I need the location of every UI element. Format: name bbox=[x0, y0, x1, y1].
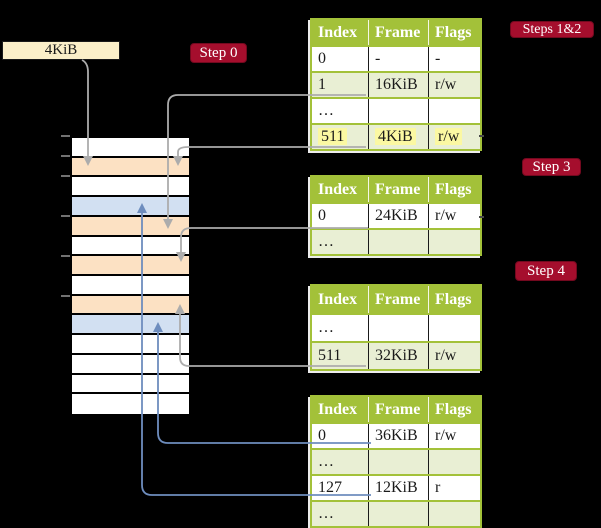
column-header-index: Index bbox=[312, 20, 369, 45]
column-header-frame: Frame bbox=[369, 20, 429, 45]
cell-index: 511 bbox=[312, 343, 369, 369]
cell-index: … bbox=[312, 315, 369, 341]
badge-steps-1-2: Steps 1&2 bbox=[510, 21, 594, 38]
table-row: … bbox=[312, 500, 480, 526]
cell-index: 0 bbox=[312, 204, 369, 228]
table-row: … bbox=[312, 228, 480, 254]
column-header-flags: Flags bbox=[435, 401, 472, 418]
column-header-index: Index bbox=[312, 286, 369, 313]
cell-frame bbox=[369, 450, 429, 474]
cell-flags bbox=[429, 502, 480, 526]
memory-frame-row bbox=[72, 394, 189, 414]
cell-frame: 32KiB bbox=[369, 343, 429, 369]
cell-index: … bbox=[312, 450, 369, 474]
memory-frame-row bbox=[72, 354, 189, 375]
badge-step-3: Step 3 bbox=[522, 158, 581, 176]
table-row: 127 12KiB r bbox=[312, 474, 480, 500]
cell-index: … bbox=[312, 502, 369, 526]
table-row: … bbox=[312, 448, 480, 474]
table-row: … bbox=[312, 97, 480, 123]
cell-flags: - bbox=[435, 50, 441, 67]
cell-flags: r bbox=[435, 479, 441, 496]
highlight: 511 bbox=[318, 128, 348, 145]
cell-index: 1 bbox=[312, 73, 369, 97]
column-header-index: Index bbox=[312, 397, 369, 422]
highlight: r/w bbox=[435, 128, 463, 145]
cell-flags bbox=[429, 230, 480, 254]
memory-frame-row bbox=[72, 177, 189, 198]
cell-frame bbox=[369, 315, 429, 341]
cell-frame bbox=[369, 502, 429, 526]
cell-frame: 16KiB bbox=[369, 73, 429, 97]
frame-size-label: 4KiB bbox=[44, 42, 78, 58]
cell-index: … bbox=[312, 230, 369, 254]
cell-frame: 4KiB bbox=[369, 125, 429, 149]
memory-frame-row bbox=[72, 256, 189, 276]
cell-frame: 12KiB bbox=[369, 476, 429, 500]
table-row-highlighted: 511 4KiB r/w bbox=[312, 123, 480, 149]
page-table-3: Index Frame Flags … 511 32KiB r/w bbox=[310, 284, 482, 371]
cell-index: 0 bbox=[312, 424, 369, 448]
column-header-frame: Frame bbox=[369, 397, 429, 422]
table-header-row: Index Frame Flags bbox=[312, 286, 480, 313]
cell-index: 0 bbox=[312, 47, 369, 71]
badge-step-4: Step 4 bbox=[515, 261, 577, 281]
memory-frame-row bbox=[72, 197, 189, 217]
table-row: 511 32KiB r/w bbox=[312, 341, 480, 369]
column-header-index: Index bbox=[312, 177, 369, 202]
cell-flags bbox=[429, 99, 480, 123]
cell-frame: 36KiB bbox=[369, 424, 429, 448]
table-row: 0 24KiB r/w bbox=[312, 202, 480, 228]
cell-flags bbox=[429, 315, 480, 341]
memory-frame-row bbox=[72, 216, 189, 237]
memory-frame-row bbox=[72, 295, 189, 316]
cell-flags: r/w bbox=[429, 125, 480, 149]
memory-frame-row bbox=[72, 236, 189, 257]
cell-frame bbox=[369, 99, 429, 123]
table-row: 0 36KiB r/w bbox=[312, 422, 480, 448]
table-row: … bbox=[312, 313, 480, 341]
memory-frame-row bbox=[72, 138, 189, 158]
page-table-2: Index Frame Flags 0 24KiB r/w … bbox=[310, 175, 482, 256]
physical-memory-column bbox=[70, 136, 191, 416]
cell-flags: r/w bbox=[435, 207, 457, 224]
frame-size-box: 4KiB bbox=[2, 41, 120, 60]
cell-frame: - bbox=[369, 47, 429, 71]
cell-flags: r/w bbox=[435, 427, 457, 444]
column-header-flags: Flags bbox=[435, 181, 472, 198]
memory-frame-row bbox=[72, 374, 189, 395]
page-table-1: Index Frame Flags 0 - - 1 16KiB r/w … 51… bbox=[310, 18, 482, 151]
page-table-4: Index Frame Flags 0 36KiB r/w … 127 12Ki… bbox=[310, 395, 482, 528]
cell-index: 127 bbox=[312, 476, 369, 500]
column-header-frame: Frame bbox=[369, 177, 429, 202]
memory-frame-row bbox=[72, 275, 189, 296]
memory-frame-row bbox=[72, 335, 189, 355]
highlight: 4KiB bbox=[375, 128, 416, 145]
cell-flags: r/w bbox=[435, 76, 457, 93]
table-header-row: Index Frame Flags bbox=[312, 177, 480, 202]
table-header-row: Index Frame Flags bbox=[312, 397, 480, 422]
table-header-row: Index Frame Flags bbox=[312, 20, 480, 45]
cell-flags bbox=[429, 450, 480, 474]
table-row: 1 16KiB r/w bbox=[312, 71, 480, 97]
cell-frame: 24KiB bbox=[369, 204, 429, 228]
memory-frame-row bbox=[72, 315, 189, 336]
cell-flags: r/w bbox=[435, 347, 457, 364]
column-header-flags: Flags bbox=[435, 24, 472, 41]
column-header-frame: Frame bbox=[369, 286, 429, 313]
cell-frame bbox=[369, 230, 429, 254]
memory-tick-marks bbox=[61, 135, 70, 297]
badge-step-0: Step 0 bbox=[190, 43, 247, 63]
memory-frame-row bbox=[72, 157, 189, 178]
table-row: 0 - - bbox=[312, 45, 480, 71]
column-header-flags: Flags bbox=[435, 291, 472, 308]
cell-index: 511 bbox=[312, 125, 369, 149]
cell-index: … bbox=[312, 99, 369, 123]
